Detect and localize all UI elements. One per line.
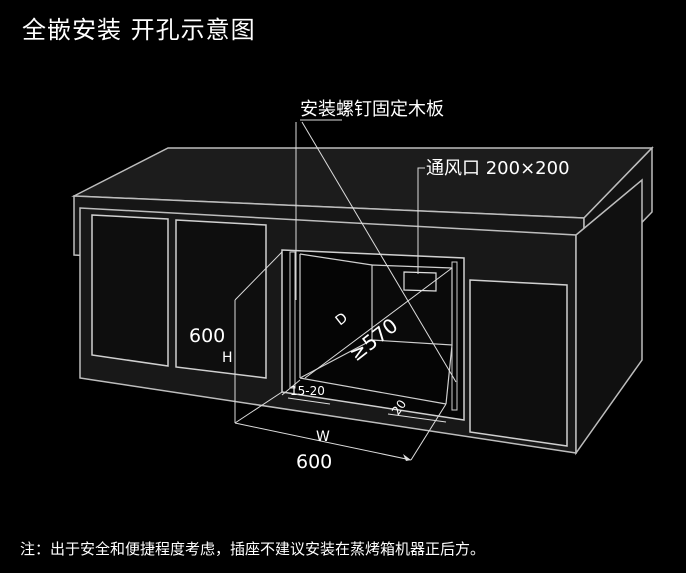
right-door bbox=[469, 279, 568, 447]
left-door-2 bbox=[175, 219, 267, 379]
screw-board-right bbox=[451, 261, 458, 411]
bottom-gap-line bbox=[387, 413, 447, 423]
width-extension-right bbox=[410, 403, 447, 461]
screw-board-leader-right bbox=[301, 121, 457, 383]
cavity-edge-right bbox=[445, 344, 453, 405]
width-letter: W bbox=[316, 429, 330, 445]
cavity-edge-bottom bbox=[299, 339, 373, 379]
vent-leader bbox=[417, 167, 425, 274]
width-dimension-line bbox=[234, 422, 412, 461]
depth-dimension-line bbox=[304, 267, 453, 379]
vent-box bbox=[403, 271, 437, 292]
footer-note: 注：出于安全和便捷程度考虑，插座不建议安装在蒸烤箱机器正后方。 bbox=[20, 540, 486, 558]
cavity-floor-front bbox=[299, 377, 447, 405]
page-title: 全嵌安装 开孔示意图 bbox=[22, 16, 256, 44]
left-door-1 bbox=[91, 214, 169, 367]
side-gap-label: 15-20 bbox=[290, 384, 325, 398]
height-extension-top bbox=[234, 251, 283, 301]
screw-board-left bbox=[289, 251, 296, 389]
height-extension-bottom bbox=[234, 391, 283, 424]
height-value: 600 bbox=[189, 325, 225, 347]
height-letter: H bbox=[222, 350, 233, 366]
side-gap-line bbox=[287, 397, 331, 405]
vent-label: 通风口 200×200 bbox=[426, 158, 570, 179]
width-value: 600 bbox=[296, 451, 332, 473]
width-arrow bbox=[403, 454, 411, 461]
cabinet-side bbox=[575, 178, 643, 456]
side-gap-extension bbox=[281, 379, 301, 396]
screw-board-label: 安装螺钉固定木板 bbox=[300, 99, 444, 120]
cavity-edge-top bbox=[299, 253, 373, 266]
